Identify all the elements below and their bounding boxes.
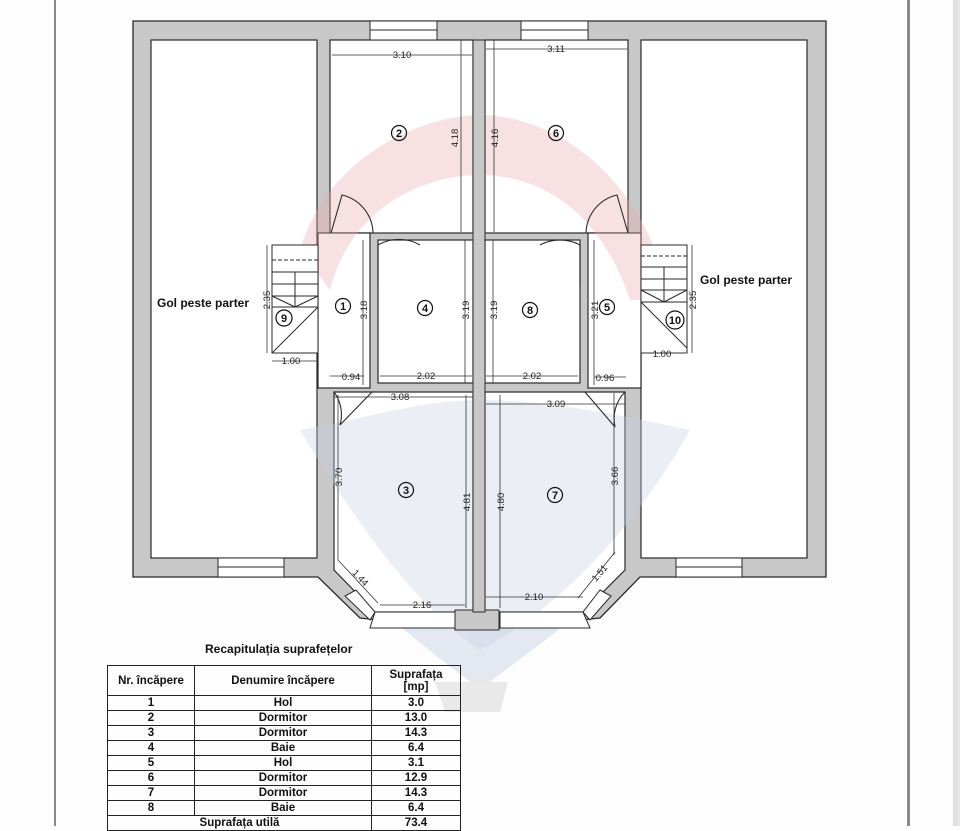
- svg-text:7: 7: [552, 490, 558, 502]
- page-border-left: [54, 0, 56, 826]
- table-header-row: Nr. încăpere Denumire încăpere Suprafața…: [107, 665, 461, 696]
- stairs-right: [640, 244, 688, 354]
- room-4: [377, 239, 474, 384]
- room-markers: [275, 124, 685, 504]
- dimension-lines: [266, 40, 693, 608]
- svg-text:3.70: 3.70: [334, 468, 345, 487]
- svg-text:6: 6: [553, 128, 559, 140]
- room-2: [329, 39, 474, 234]
- table-row: 1 Hol 3.0: [107, 695, 461, 711]
- dimension-labels: 3.10 3.11 4.18 4.16 2.35 2.35 1.00 1.00 …: [262, 44, 699, 611]
- room-8: [484, 239, 581, 384]
- total-value: 73.4: [371, 815, 461, 831]
- svg-text:4.81: 4.81: [462, 493, 473, 512]
- stairs-left: [271, 244, 319, 354]
- door-room4: [377, 238, 421, 285]
- svg-text:3.09: 3.09: [547, 399, 566, 410]
- page-shadow: [953, 0, 960, 826]
- door-room7: [584, 391, 626, 428]
- door-room2: [330, 194, 374, 234]
- table-row: 5 Hol 3.1: [107, 755, 461, 771]
- center-pillar: [454, 609, 500, 631]
- svg-text:2.02: 2.02: [417, 371, 436, 382]
- svg-text:4.16: 4.16: [490, 129, 501, 148]
- svg-text:4.80: 4.80: [496, 493, 507, 512]
- svg-text:3.10: 3.10: [393, 50, 412, 61]
- svg-text:1.00: 1.00: [653, 349, 672, 360]
- summary-title: Recapitulația suprafețelor: [205, 642, 353, 656]
- svg-text:4.18: 4.18: [450, 129, 461, 148]
- table-row: 2 Dormitor 13.0: [107, 710, 461, 726]
- area-summary-table: Nr. încăpere Denumire încăpere Suprafața…: [107, 665, 461, 831]
- svg-text:4: 4: [422, 303, 429, 315]
- svg-text:3: 3: [403, 485, 409, 497]
- svg-text:1.00: 1.00: [282, 356, 301, 367]
- table-row: 8 Baie 6.4: [107, 800, 461, 816]
- room-5: [587, 232, 642, 389]
- svg-text:8: 8: [527, 305, 533, 317]
- svg-text:3.18: 3.18: [359, 301, 370, 320]
- header-room-number: Nr. încăpere: [107, 665, 195, 696]
- svg-text:10: 10: [669, 315, 681, 327]
- table-total-row: Suprafața utilă 73.4: [107, 815, 461, 831]
- table-row: 4 Baie 6.4: [107, 740, 461, 756]
- svg-text:2.35: 2.35: [688, 291, 699, 310]
- void-label-left: Gol peste parter: [157, 296, 249, 310]
- svg-text:9: 9: [281, 313, 287, 325]
- svg-text:3.66: 3.66: [610, 467, 621, 486]
- table-row: 6 Dormitor 12.9: [107, 770, 461, 786]
- svg-text:0.94: 0.94: [342, 372, 361, 383]
- door-room3: [333, 391, 373, 426]
- svg-text:3.19: 3.19: [489, 301, 500, 320]
- svg-text:1: 1: [340, 301, 346, 313]
- svg-text:2: 2: [396, 128, 402, 140]
- svg-text:3.11: 3.11: [547, 44, 565, 55]
- svg-text:2.02: 2.02: [523, 371, 542, 382]
- center-wall: [472, 39, 486, 613]
- svg-text:3.08: 3.08: [391, 392, 410, 403]
- svg-text:0.96: 0.96: [596, 373, 615, 384]
- total-label: Suprafața utilă: [107, 815, 372, 831]
- svg-text:2.16: 2.16: [413, 600, 432, 611]
- header-room-name: Denumire încăpere: [194, 665, 372, 696]
- watermark-overlay: [300, 115, 690, 650]
- doors: [330, 194, 629, 428]
- page-border-right: [907, 0, 910, 826]
- table-row: 7 Dormitor 14.3: [107, 785, 461, 801]
- header-area: Suprafața [mp]: [371, 665, 461, 696]
- table-row: 3 Dormitor 14.3: [107, 725, 461, 741]
- svg-text:3.19: 3.19: [461, 301, 472, 320]
- door-room8: [539, 239, 581, 285]
- room-marker-labels: 1 2 3 4 5 6 7 8 9 10: [281, 128, 681, 502]
- windows: [217, 20, 743, 629]
- svg-text:3.21: 3.21: [590, 301, 601, 320]
- svg-text:5: 5: [604, 302, 610, 314]
- svg-text:2.10: 2.10: [525, 592, 544, 603]
- svg-text:2.35: 2.35: [262, 291, 273, 310]
- void-label-right: Gol peste parter: [700, 273, 792, 287]
- door-room6: [585, 194, 629, 234]
